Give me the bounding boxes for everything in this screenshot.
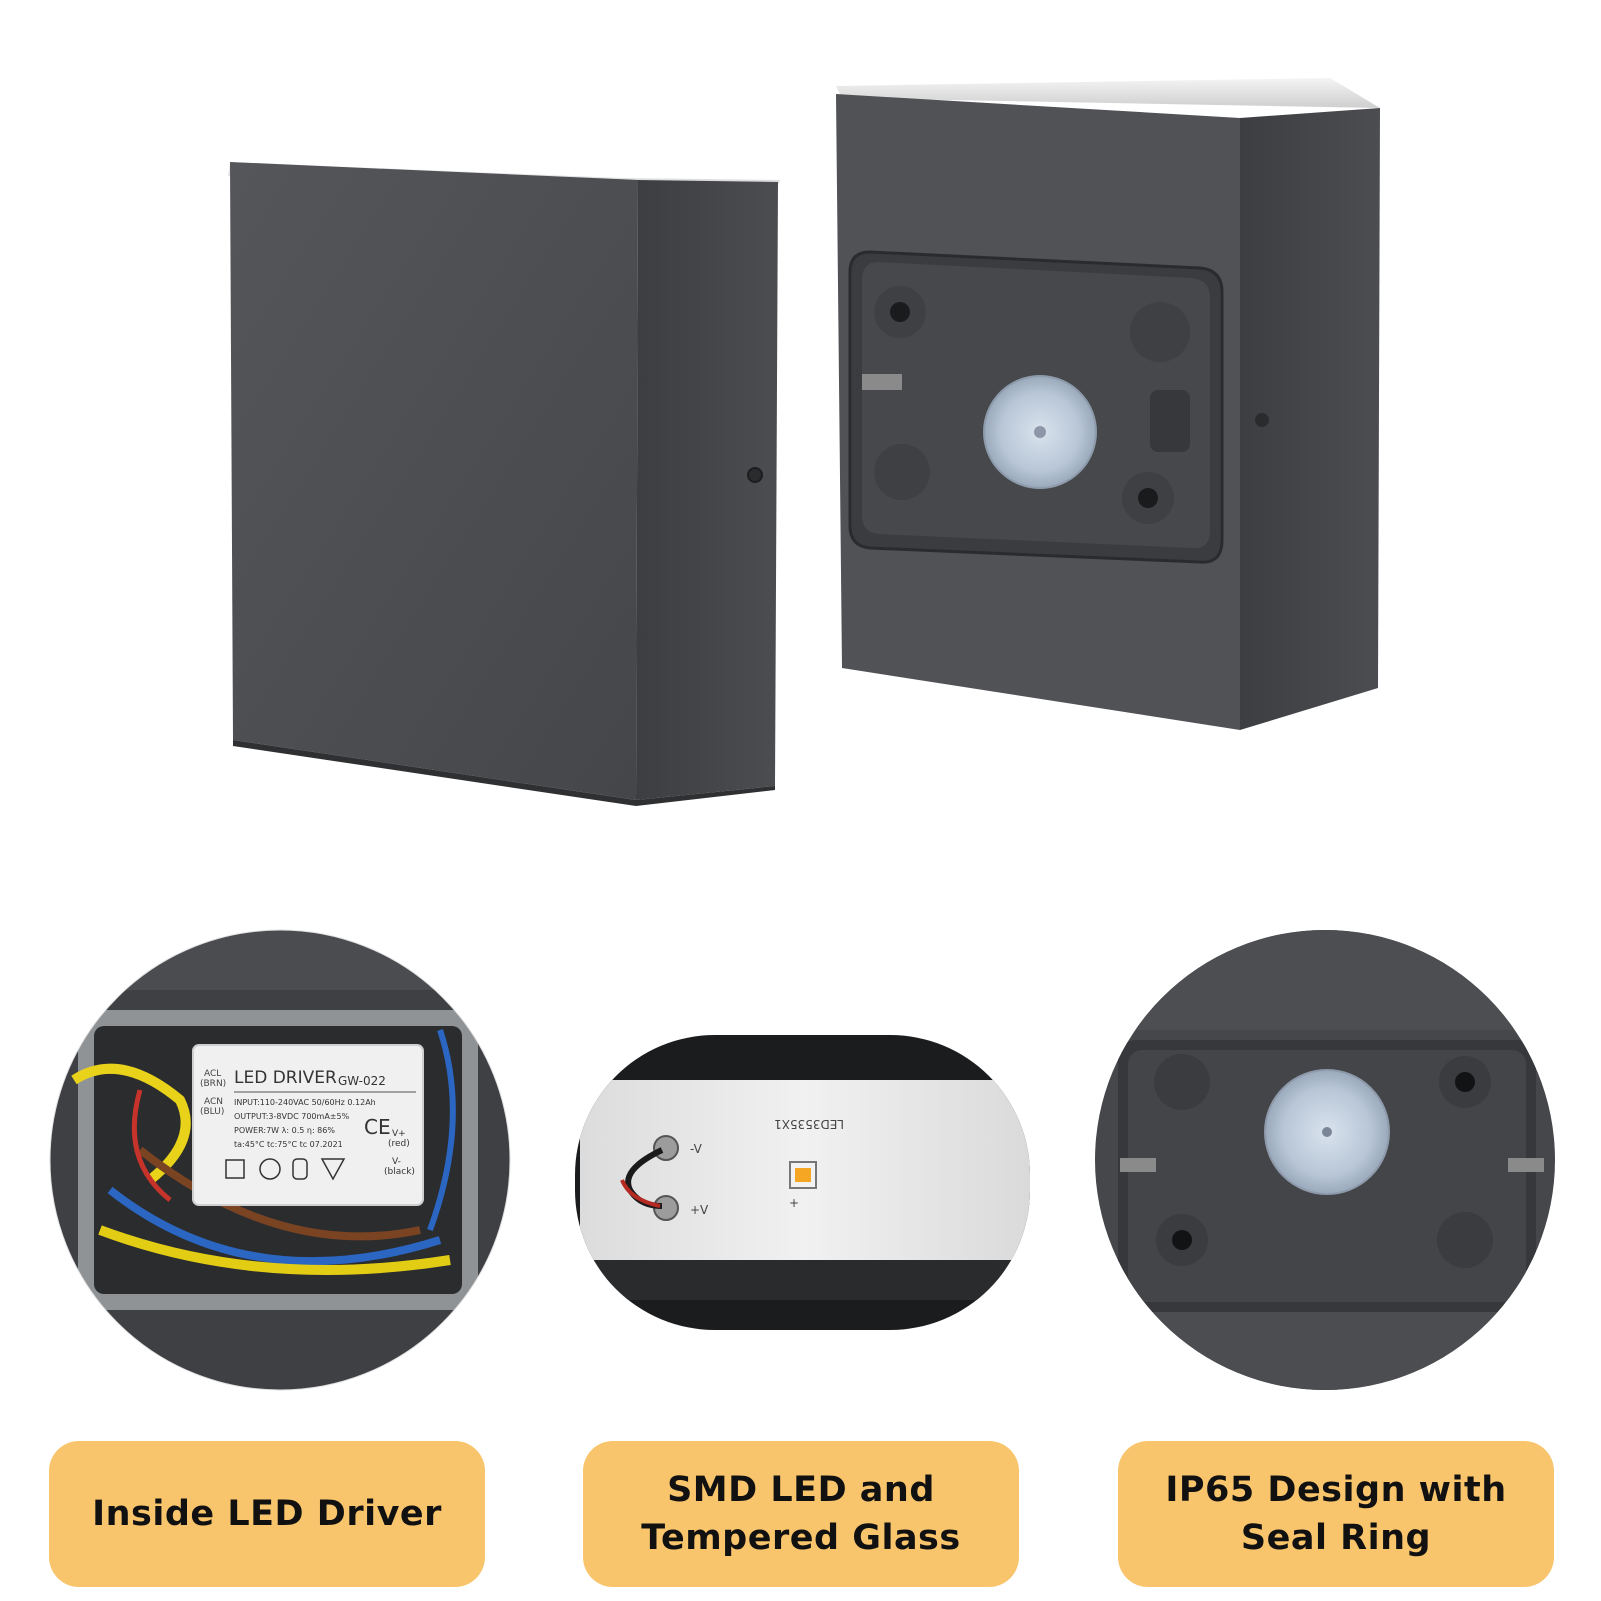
feature-label-led: SMD LED and Tempered Glass [583, 1441, 1019, 1587]
driver-brn: (BRN) [200, 1079, 226, 1089]
driver-input: INPUT:110-240VAC 50/60Hz 0.12Ah [234, 1098, 376, 1107]
driver-model: GW-022 [338, 1074, 386, 1088]
driver-temps: ta:45°C tc:75°C tc 07.2021 [234, 1140, 343, 1149]
driver-acl: ACL [204, 1069, 221, 1079]
mount-boss-icon [1130, 302, 1190, 362]
solder-pad-icon [653, 1135, 679, 1161]
feature-label-driver: Inside LED Driver [49, 1441, 485, 1587]
driver-title: LED DRIVER [234, 1068, 337, 1088]
seal-ring-closeup [1095, 930, 1555, 1390]
pcb-minus: -V [690, 1142, 703, 1156]
certification-icon [225, 1159, 245, 1179]
screw-icon [1120, 1158, 1156, 1172]
ce-mark: CE [364, 1115, 391, 1139]
mount-boss-icon [1154, 1054, 1210, 1110]
pcb-code: LED3535X1 [774, 1117, 844, 1131]
driver-blu: (BLU) [200, 1107, 224, 1117]
driver-label-plate [192, 1044, 424, 1206]
screw-head-icon [1255, 413, 1269, 427]
screw-icon [862, 374, 902, 390]
certification-icon [320, 1158, 346, 1181]
mount-boss-icon [1437, 1212, 1493, 1268]
screw-head-icon [747, 467, 763, 483]
pcb-plus: +V [690, 1203, 709, 1217]
driver-closeup: ACL (BRN) ACN (BLU) LED DRIVER GW-022 IN… [50, 930, 510, 1390]
front-view-box [228, 162, 780, 806]
pcb-dot-plus: + [789, 1196, 799, 1210]
feature-label-led-line2: Tempered Glass [641, 1518, 961, 1558]
feature-label-driver-line1: Inside LED Driver [92, 1494, 442, 1534]
driver-power: POWER:7W λ: 0.5 η: 86% [234, 1126, 335, 1135]
driver-vminus: V- [392, 1157, 401, 1167]
led-closeup: LED3535X1 -V +V + [575, 1035, 1030, 1330]
driver-acn: ACN [204, 1097, 223, 1107]
certification-icon [259, 1158, 281, 1180]
feature-label-seal-line2: Seal Ring [1240, 1518, 1432, 1558]
feature-label-led-line1: SMD LED and [667, 1470, 935, 1510]
feature-label-seal: IP65 Design with Seal Ring [1118, 1441, 1554, 1587]
driver-output: OUTPUT:3-8VDC 700mA±5% [234, 1112, 350, 1121]
driver-black: (black) [384, 1167, 415, 1177]
back-view-box [836, 78, 1380, 730]
driver-vplus: V+ [392, 1129, 406, 1139]
driver-red: (red) [388, 1139, 410, 1149]
feature-label-seal-line1: IP65 Design with [1165, 1470, 1507, 1510]
certification-icon [292, 1158, 308, 1180]
mount-boss-icon [874, 444, 930, 500]
screw-icon [1508, 1158, 1544, 1172]
